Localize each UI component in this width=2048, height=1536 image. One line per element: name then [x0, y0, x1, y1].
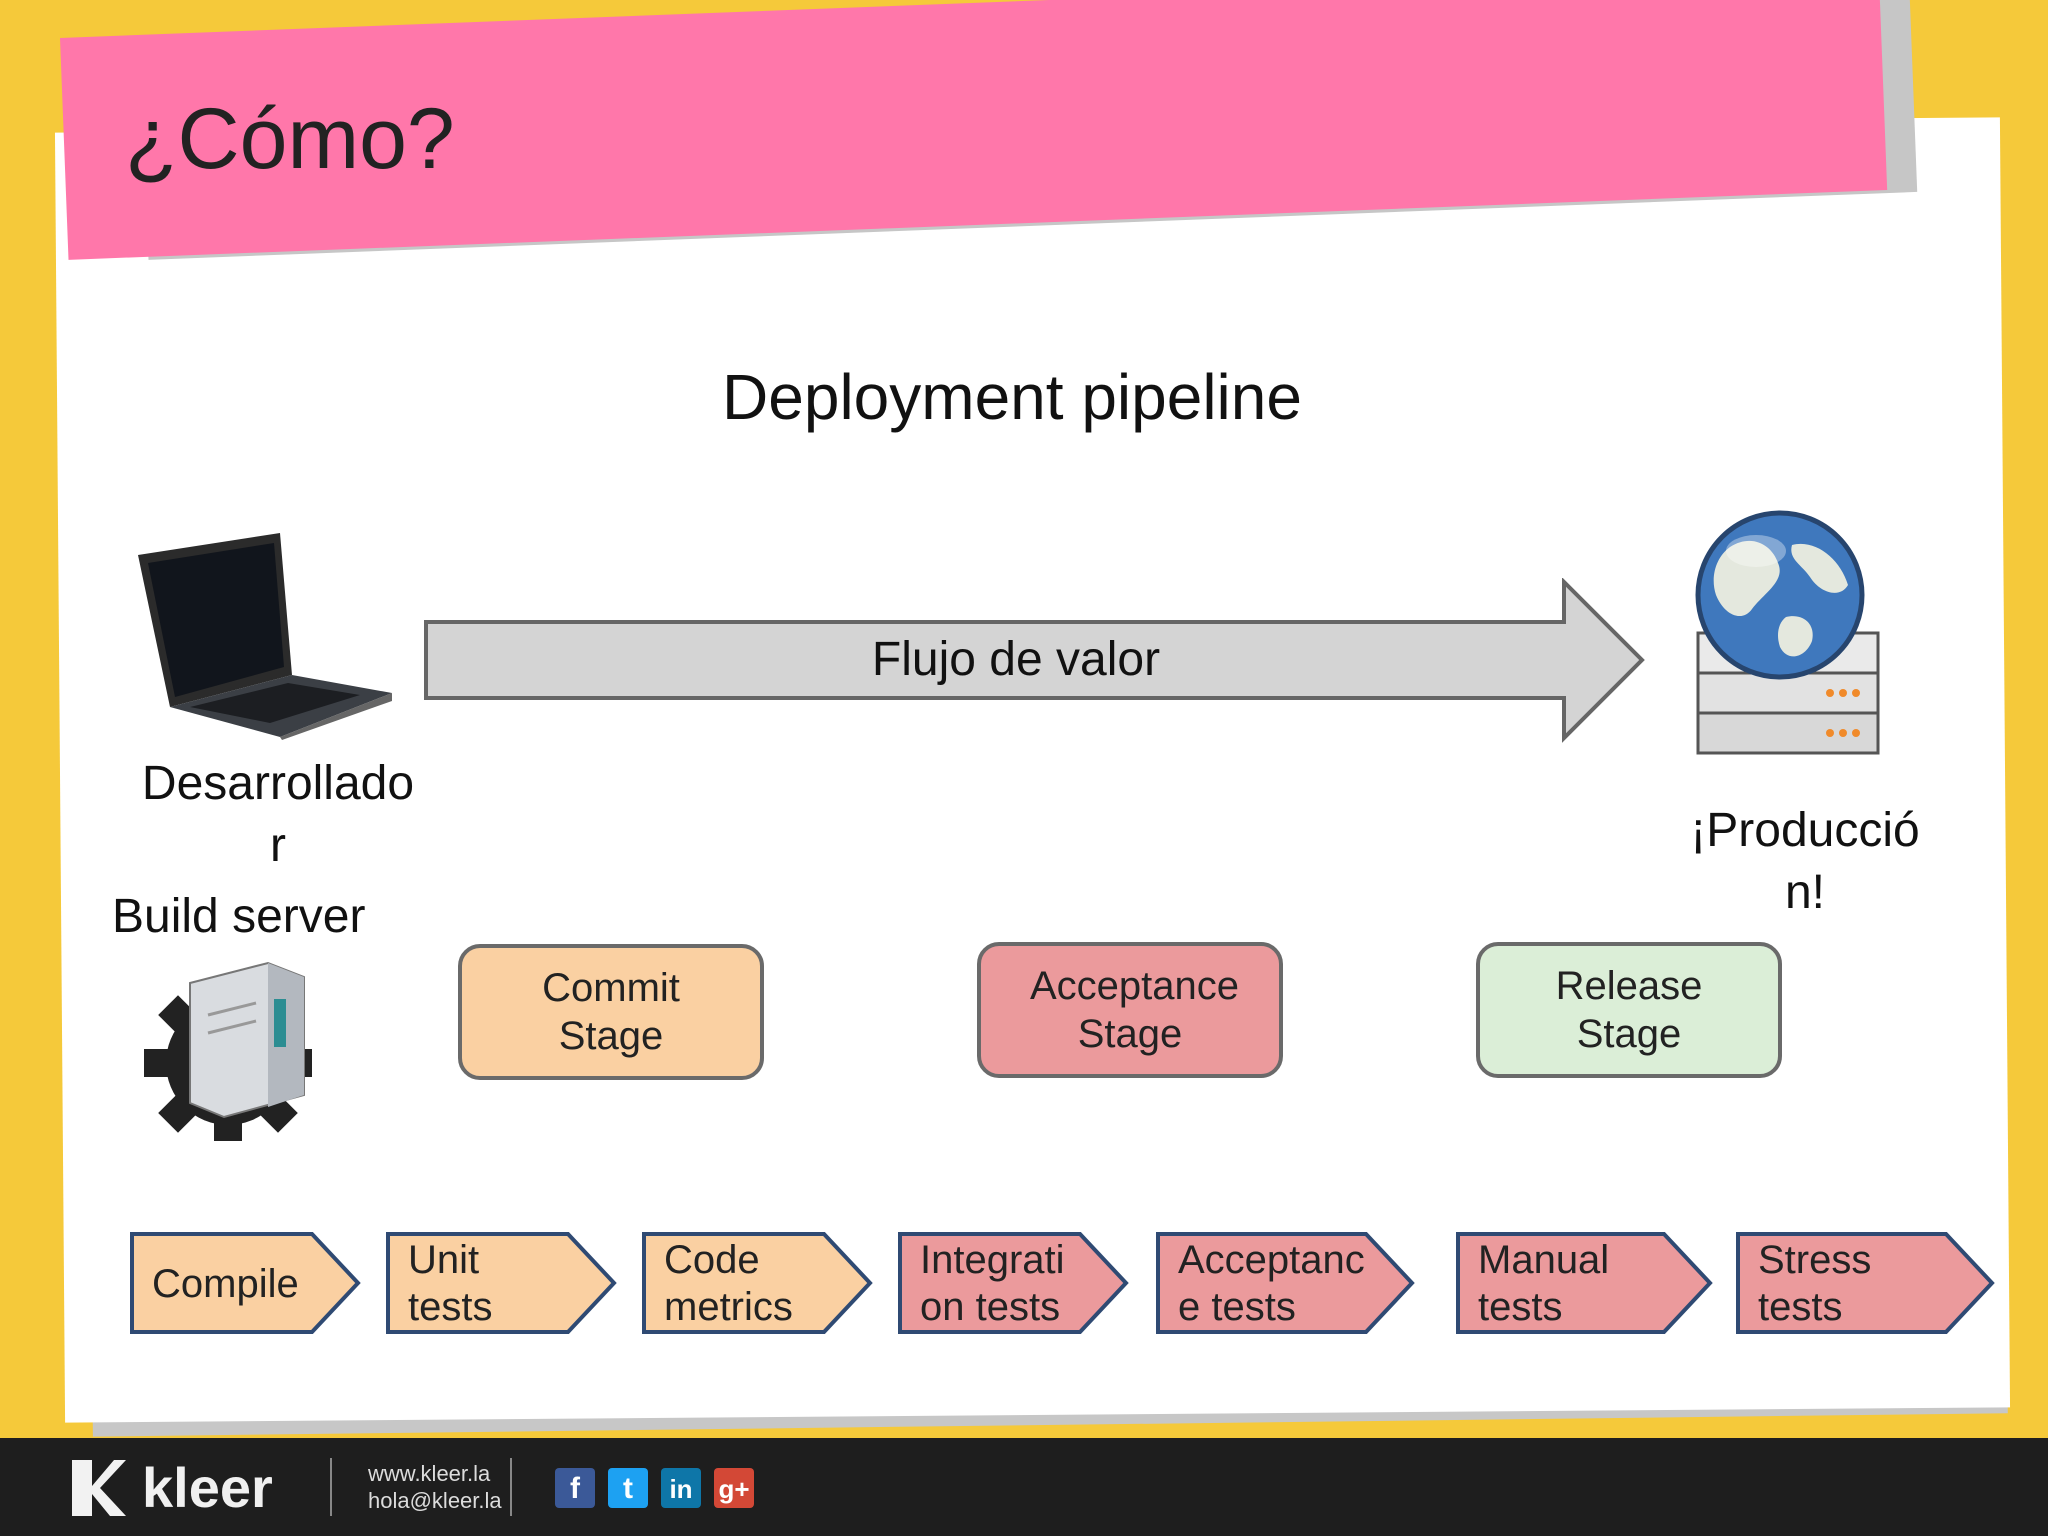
linkedin-icon[interactable]: in: [661, 1468, 701, 1508]
slide-title: ¿Cómo?: [125, 91, 455, 187]
commit-stage: Commit Stage: [458, 944, 764, 1080]
facebook-icon[interactable]: f: [555, 1468, 595, 1508]
kleer-logo-icon: [72, 1460, 126, 1516]
laptop-icon: [138, 533, 392, 740]
pipeline-step-integration-tests: Integrati on tests: [898, 1232, 1130, 1334]
pipeline-step-code-metrics: Code metrics: [642, 1232, 874, 1334]
pipeline-step-stress-tests: Stress tests: [1736, 1232, 1996, 1334]
build-server-icon: [144, 961, 312, 1141]
value-stream-arrow-shape: [424, 578, 1645, 743]
production-server-icon: [1695, 510, 1880, 755]
pipeline-step-label: Code metrics: [664, 1238, 793, 1329]
build-server-label: Build server: [112, 890, 366, 943]
developer-label: Desarrollado r: [141, 757, 415, 872]
release-stage: Release Stage: [1476, 942, 1782, 1078]
email-link[interactable]: hola@kleer.la: [368, 1488, 502, 1513]
pipeline-step-label: Acceptanc e tests: [1178, 1238, 1365, 1329]
diagram-title: Deployment pipeline: [722, 361, 1302, 433]
website-link[interactable]: www.kleer.la: [368, 1461, 491, 1486]
pipeline-step-label: Compile: [152, 1261, 299, 1306]
footer-divider: [330, 1458, 332, 1516]
acceptance-stage: Acceptance Stage: [977, 942, 1283, 1078]
value-stream-label: Flujo de valor: [871, 633, 1161, 686]
footer-bar: [0, 1438, 2048, 1536]
commit-stage-label: Commit Stage: [542, 966, 680, 1058]
pipeline-step-manual-tests: Manual tests: [1456, 1232, 1714, 1334]
twitter-icon[interactable]: t: [608, 1468, 648, 1508]
pipeline-step-label: Integrati on tests: [920, 1238, 1065, 1329]
pipeline-step-label: Manual tests: [1478, 1238, 1610, 1329]
pipeline-step-compile: Compile: [130, 1232, 362, 1334]
pipeline-step-acceptance-tests: Acceptanc e tests: [1156, 1232, 1416, 1334]
footer-divider: [510, 1458, 512, 1516]
pipeline-step-unit-tests: Unit tests: [386, 1232, 618, 1334]
acceptance-stage-label: Acceptance Stage: [1030, 964, 1240, 1056]
google-plus-icon[interactable]: g+: [714, 1468, 754, 1508]
brand-name: kleer: [142, 1456, 273, 1519]
production-label: ¡Producció n!: [1690, 804, 1920, 919]
pipeline-step-label: Unit tests: [408, 1238, 493, 1329]
pipeline-step-label: Stress tests: [1758, 1238, 1872, 1329]
release-stage-label: Release Stage: [1555, 964, 1703, 1056]
